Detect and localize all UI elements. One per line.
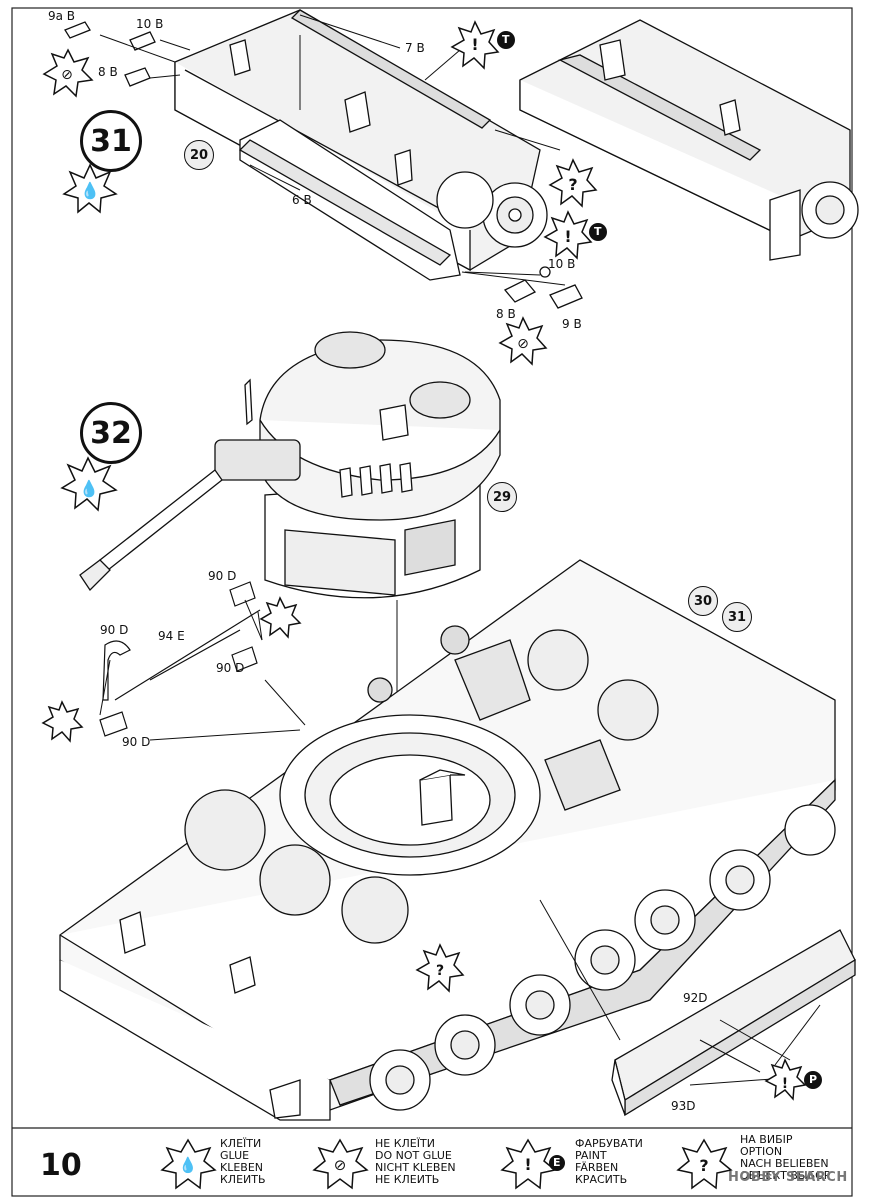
step-number-31: 31 xyxy=(80,110,142,172)
part-7b-rail xyxy=(290,9,492,129)
hatch xyxy=(259,844,331,916)
hatch xyxy=(527,629,589,691)
ref-step-20: 20 xyxy=(184,140,214,170)
glue-burst-icon xyxy=(62,163,118,214)
paint-burst-icon xyxy=(764,1058,807,1101)
hatch xyxy=(597,679,659,741)
part-label: 90 D xyxy=(216,661,245,675)
part-label: 10 B xyxy=(136,17,164,31)
leader-lines-antenna xyxy=(99,599,306,741)
ref-step-30: 30 xyxy=(688,586,718,616)
part-label: 8 B xyxy=(98,65,118,79)
option-burst-icon xyxy=(450,20,500,70)
no-glue-legend-icon xyxy=(312,1138,369,1190)
option-burst-icon xyxy=(259,596,302,639)
paint-marker-e: E xyxy=(553,1156,561,1169)
svg-text:💧: 💧 xyxy=(80,181,100,200)
page-border xyxy=(11,7,853,1197)
svg-text:?: ? xyxy=(568,175,577,194)
option-burst-icon xyxy=(415,943,465,993)
hatch xyxy=(341,876,409,944)
svg-text:💧: 💧 xyxy=(179,1156,198,1174)
detail-view-skirt xyxy=(519,19,859,261)
ref-step-29: 29 xyxy=(487,482,517,512)
part-label: 7 B xyxy=(405,41,425,55)
legend-glyphs: 💧 ⊘ ! ? xyxy=(179,1155,709,1175)
part-92d-skirt xyxy=(611,929,856,1117)
hatch xyxy=(184,789,266,871)
leader-lines-step31 xyxy=(99,14,566,286)
glue-legend-icon xyxy=(160,1138,217,1190)
toothpick-marker-t: T xyxy=(502,33,510,46)
watermark: HOBBY SEARCH xyxy=(728,1170,848,1185)
svg-text:!: ! xyxy=(564,227,571,246)
gun-barrel xyxy=(99,469,223,571)
step-number-32: 32 xyxy=(80,402,142,464)
legend-icons xyxy=(160,1138,733,1190)
paint-marker-p: P xyxy=(809,1073,818,1086)
option-burst-icon xyxy=(41,700,84,743)
svg-text:!: ! xyxy=(471,35,478,54)
svg-text:⊘: ⊘ xyxy=(61,67,73,83)
antenna-parts xyxy=(99,581,261,737)
turret-assembly xyxy=(79,331,501,599)
small-black-dots xyxy=(497,31,822,1089)
glue-burst-icon xyxy=(498,316,548,366)
part-label: 92D xyxy=(683,991,708,1005)
svg-text:?: ? xyxy=(699,1156,708,1175)
ref-step-31: 31 xyxy=(722,602,752,632)
part-label: 9 B xyxy=(562,317,582,331)
svg-text:💧: 💧 xyxy=(79,479,99,498)
part-6b-skirt xyxy=(238,139,452,266)
svg-text:⊘: ⊘ xyxy=(517,336,529,352)
option-burst-icon xyxy=(548,158,598,208)
glue-burst-icon xyxy=(60,456,118,512)
part-label: 90 D xyxy=(208,569,237,583)
gun-mantlet xyxy=(214,439,301,481)
toothpick-marker-t: T xyxy=(594,225,602,238)
part-label: 10 B xyxy=(548,257,576,271)
svg-text:!: ! xyxy=(782,1076,788,1092)
paint-legend-icon xyxy=(500,1138,557,1190)
side-skirt-assembly xyxy=(64,9,583,309)
option-legend-icon xyxy=(676,1138,733,1190)
paint-e-dot xyxy=(549,1155,565,1171)
glue-burst-icon xyxy=(42,48,94,98)
part-label: 94 E xyxy=(158,629,185,643)
part-label: 90 D xyxy=(122,735,151,749)
svg-text:⊘: ⊘ xyxy=(334,1156,347,1174)
hull-assembly xyxy=(59,559,836,1121)
part-label: 93D xyxy=(671,1099,696,1113)
svg-text:!: ! xyxy=(524,1155,531,1174)
part-label: 8 B xyxy=(496,307,516,321)
option-burst-icon xyxy=(543,210,593,260)
part-label: 6 B xyxy=(292,193,312,207)
burst-markers xyxy=(41,20,807,1101)
part-label: 90 D xyxy=(100,623,129,637)
page-number: 10 xyxy=(40,1148,82,1183)
marker-glyphs: ⊘ 💧 ! ? ! ⊘ 💧 ? ! xyxy=(61,35,788,1092)
svg-text:?: ? xyxy=(436,963,444,979)
part-label: 9a B xyxy=(48,9,76,23)
